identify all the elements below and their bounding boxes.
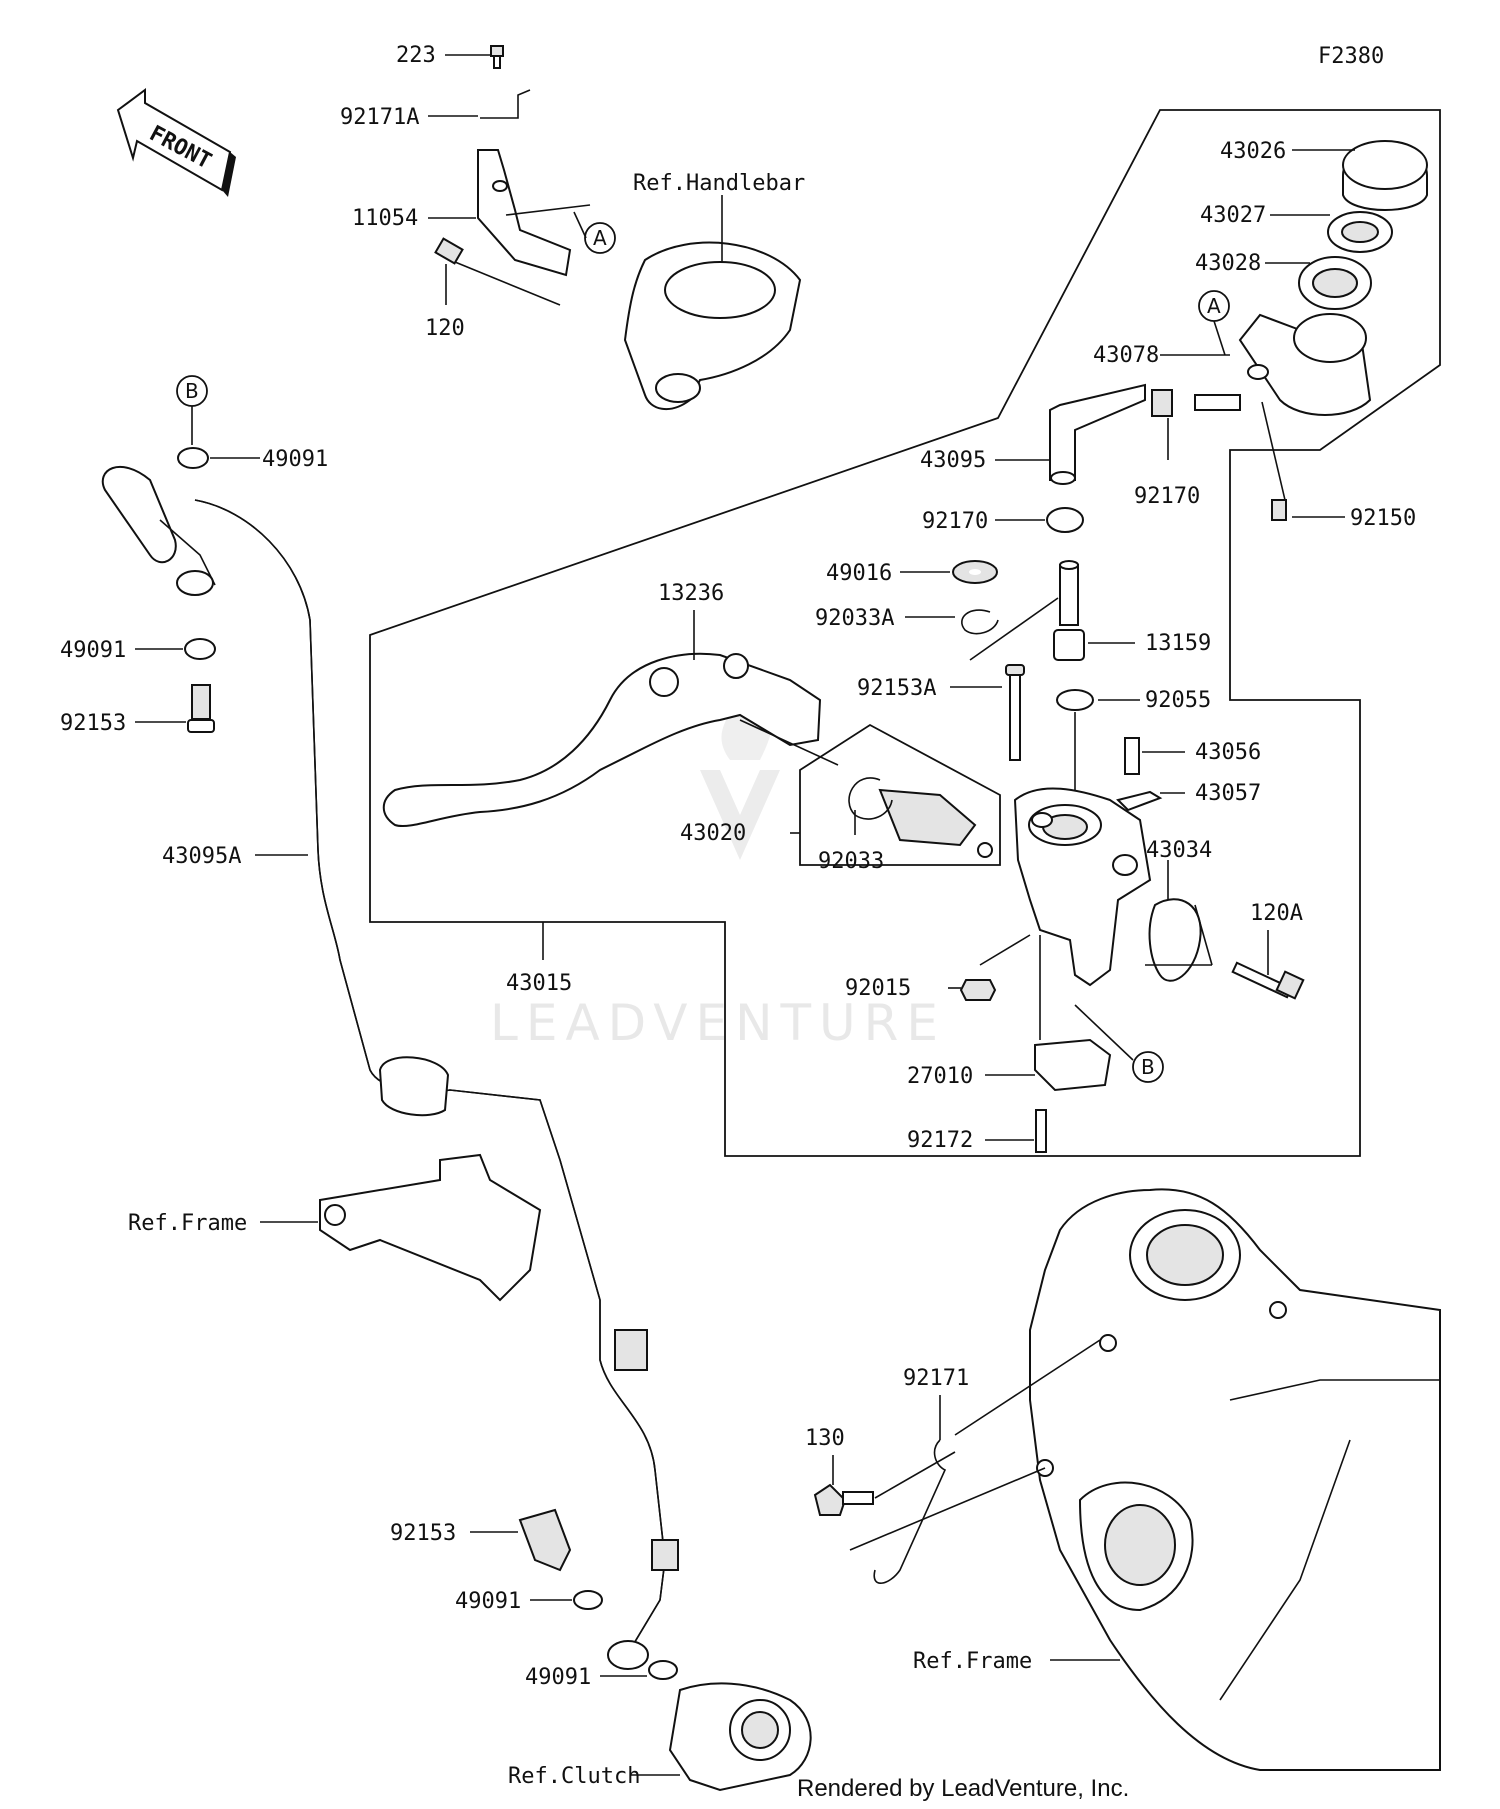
part-label-92055: 92055 bbox=[1145, 688, 1211, 713]
part-label-27010: 27010 bbox=[907, 1064, 973, 1089]
front-arrow-icon: FRONT bbox=[116, 88, 236, 197]
part-label-43095A: 43095A bbox=[162, 844, 241, 869]
part-label-43057: 43057 bbox=[1195, 781, 1261, 806]
frame-group: 92171 130 Ref.Frame bbox=[805, 1188, 1441, 1771]
callout-a bbox=[584, 222, 616, 254]
part-label-13236: 13236 bbox=[658, 581, 724, 606]
reservoir-group: 43026 43027 43028 A 43078 43095 92170 bbox=[815, 139, 1428, 661]
part-label-92153A: 92153A bbox=[857, 676, 936, 701]
footer-credit: Rendered by LeadVenture, Inc. bbox=[797, 1775, 1129, 1802]
ref-handlebar: Ref.Handlebar bbox=[633, 171, 805, 196]
part-label-92015: 92015 bbox=[845, 976, 911, 1001]
master-cylinder-group: 92153A 92055 43056 43057 43034 120A B bbox=[382, 581, 1305, 1153]
part-label-11054: 11054 bbox=[352, 206, 418, 231]
part-label-223: 223 bbox=[396, 43, 436, 68]
part-label-92170-top: 92170 bbox=[1134, 484, 1200, 509]
diagram-code: F2380 bbox=[1318, 44, 1384, 69]
part-label-49091-d: 49091 bbox=[525, 1665, 591, 1690]
part-label-120A: 120A bbox=[1250, 901, 1303, 926]
part-label-92153-b: 92153 bbox=[390, 1521, 456, 1546]
part-label-43034: 43034 bbox=[1146, 838, 1212, 863]
ref-clutch: Ref.Clutch bbox=[508, 1764, 640, 1789]
callout-letter: A bbox=[593, 226, 607, 250]
part-label-92171A: 92171A bbox=[340, 105, 419, 130]
callout-letter: A bbox=[1207, 294, 1221, 318]
part-label-43056: 43056 bbox=[1195, 740, 1261, 765]
part-label-43020: 43020 bbox=[680, 821, 746, 846]
part-label-92171: 92171 bbox=[903, 1366, 969, 1391]
part-label-92170-low: 92170 bbox=[922, 509, 988, 534]
part-label-43027: 43027 bbox=[1200, 203, 1266, 228]
watermark-text: LEADVENTURE bbox=[490, 994, 946, 1052]
part-label-49016: 49016 bbox=[826, 561, 892, 586]
part-label-49091-a: 49091 bbox=[262, 447, 328, 472]
assembly-outline bbox=[369, 109, 1441, 1157]
part-label-13159: 13159 bbox=[1145, 631, 1211, 656]
part-label-43028: 43028 bbox=[1195, 251, 1261, 276]
bracket-group: 223 92171A 11054 A 120 Ref.Handlebar bbox=[340, 43, 805, 410]
part-label-49091-c: 49091 bbox=[455, 1589, 521, 1614]
part-label-130: 130 bbox=[805, 1426, 845, 1451]
part-label-92033A: 92033A bbox=[815, 606, 894, 631]
callout-letter: B bbox=[185, 379, 199, 403]
part-label-43078: 43078 bbox=[1093, 343, 1159, 368]
ref-frame-right: Ref.Frame bbox=[913, 1649, 1032, 1674]
part-label-43095: 43095 bbox=[920, 448, 986, 473]
hose-group: B 49091 49091 92153 43095A Ref.Frame bbox=[60, 375, 812, 1792]
part-label-92033: 92033 bbox=[818, 849, 884, 874]
part-label-92150: 92150 bbox=[1350, 506, 1416, 531]
part-label-92153-a: 92153 bbox=[60, 711, 126, 736]
part-label-43015: 43015 bbox=[506, 971, 572, 996]
part-label-43026: 43026 bbox=[1220, 139, 1286, 164]
part-label-120: 120 bbox=[425, 316, 465, 341]
ref-frame-left: Ref.Frame bbox=[128, 1211, 247, 1236]
part-label-49091-b: 49091 bbox=[60, 638, 126, 663]
callout-b-switch bbox=[1132, 1051, 1164, 1083]
callout-letter: B bbox=[1141, 1055, 1155, 1079]
part-label-92172: 92172 bbox=[907, 1128, 973, 1153]
